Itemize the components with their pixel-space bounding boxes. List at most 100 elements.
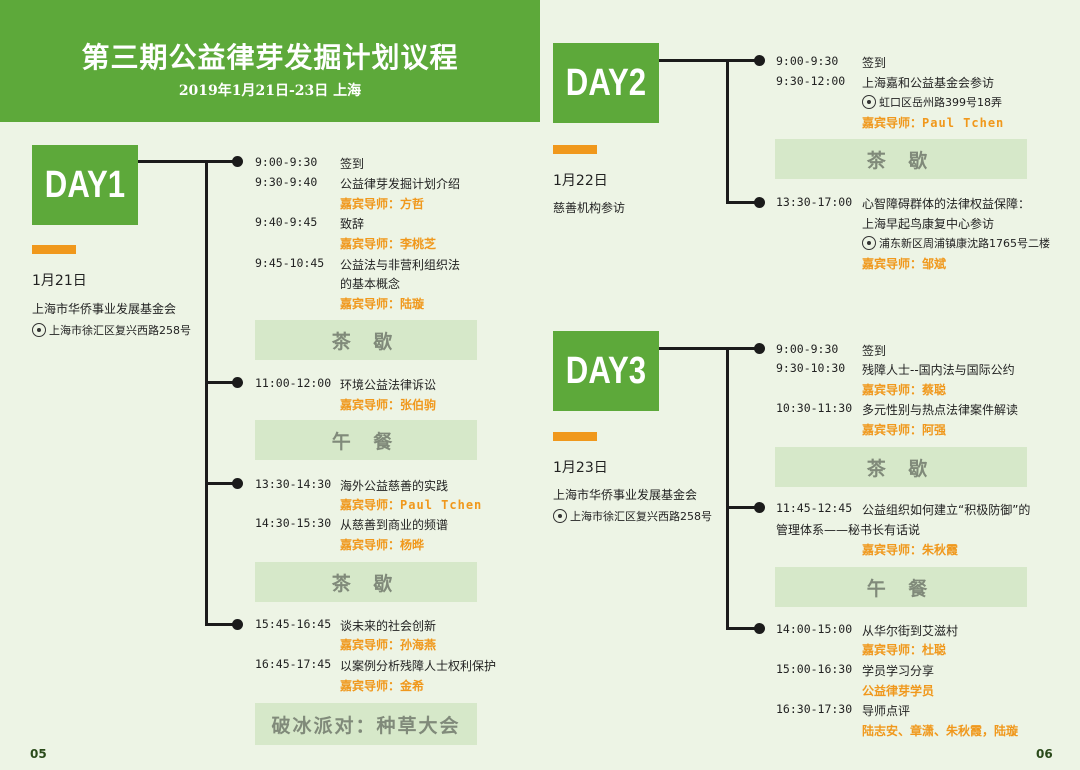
session-guest: 嘉宾导师：邹斌 (862, 257, 947, 271)
session-guest: 嘉宾导师：孙海燕 (340, 638, 437, 652)
session-time: 9:00-9:30 (776, 342, 839, 356)
session-title: 多元性别与热点法律案件解读 (862, 403, 1019, 417)
session-title: 心智障碍群体的法律权益保障： (862, 197, 1031, 211)
session-time: 14:30-15:30 (255, 516, 332, 530)
tea-break: 茶 歇 (775, 139, 1027, 179)
session-guest: 嘉宾导师：方哲 (340, 197, 425, 211)
day1-address-text: 上海市徐汇区复兴西路258号 (49, 324, 191, 337)
lunch-break: 午 餐 (255, 420, 477, 460)
session-title-cont: 管理体系——秘书长有话说 (776, 523, 921, 537)
page-number-right: 06 (1036, 747, 1053, 761)
session-time: 9:40-9:45 (255, 215, 318, 229)
day3-branch (726, 506, 759, 509)
day2-badge: DAY2 (553, 43, 659, 123)
session-title: 海外公益慈善的实践 (340, 479, 449, 493)
tea-break: 茶 歇 (775, 447, 1027, 487)
session-guest: 公益律芽学员 (862, 684, 935, 698)
session-time: 13:30-14:30 (255, 477, 332, 491)
session-title: 导师点评 (862, 704, 911, 718)
timeline-dot (754, 55, 765, 66)
session-time: 9:00-9:30 (776, 54, 839, 68)
session-title: 签到 (862, 344, 887, 358)
day2-date: 1月22日 (553, 173, 608, 189)
session-time: 16:30-17:30 (776, 702, 853, 716)
session-guest: 嘉宾导师：陆璇 (340, 297, 425, 311)
session-title: 签到 (862, 56, 887, 70)
session-guest: 嘉宾导师：Paul Tchen (340, 498, 483, 512)
page-number-left: 05 (30, 747, 47, 761)
session-guest: 嘉宾导师：朱秋霞 (862, 543, 959, 557)
location-pin-icon (862, 236, 876, 250)
tea-break: 茶 歇 (255, 320, 477, 360)
day3-address-text: 上海市徐汇区复兴西路258号 (570, 510, 712, 523)
tea-break: 茶 歇 (255, 562, 477, 602)
day3-branch (726, 627, 759, 630)
session-guest: 陆志安、章潇、朱秋霞，陆璇 (862, 724, 1019, 738)
day2-timeline (726, 59, 729, 204)
day2-venue: 慈善机构参访 (553, 201, 626, 215)
session-guest: 嘉宾导师：杜聪 (862, 643, 947, 657)
location-pin-icon (862, 95, 876, 109)
session-title: 以案例分析残障人士权利保护 (340, 659, 497, 673)
venue-address: 浦东新区周浦镇康沈路1765号二楼 (862, 235, 1050, 251)
day1-branch (205, 623, 238, 626)
page-subtitle: 2019年1月21日-23日 上海 (178, 83, 362, 99)
day2-orange-bar (553, 145, 597, 154)
session-title: 谈未来的社会创新 (340, 619, 437, 633)
session-title: 学员学习分享 (862, 664, 935, 678)
day3-timeline (726, 347, 729, 630)
day3-venue: 上海市华侨事业发展基金会 (553, 488, 698, 502)
session-guest: 嘉宾导师：金希 (340, 679, 425, 693)
day1-timeline (205, 160, 208, 626)
session-time: 9:45-10:45 (255, 256, 325, 270)
session-guest: 嘉宾导师：李桃芝 (340, 237, 437, 251)
location-pin-icon (32, 323, 46, 337)
session-time: 11:45-12:45 (776, 501, 853, 515)
session-time: 9:30-9:40 (255, 175, 318, 189)
session-time: 15:45-16:45 (255, 617, 332, 631)
session-time: 10:30-11:30 (776, 401, 853, 415)
session-title-cont: 的基本概念 (340, 277, 401, 291)
session-time: 13:30-17:00 (776, 195, 853, 209)
timeline-dot (232, 377, 243, 388)
lunch-break: 午 餐 (775, 567, 1027, 607)
session-title: 环境公益法律诉讼 (340, 378, 437, 392)
day1-branch (205, 482, 238, 485)
session-guest: 嘉宾导师：张伯驹 (340, 398, 437, 412)
page-title: 第三期公益律芽发掘计划议程 (81, 41, 459, 74)
session-title: 致辞 (340, 217, 365, 231)
session-title: 签到 (340, 157, 365, 171)
session-title: 从慈善到商业的频谱 (340, 518, 449, 532)
day3-date: 1月23日 (553, 460, 608, 476)
timeline-dot (232, 156, 243, 167)
session-time: 16:45-17:45 (255, 657, 332, 671)
day1-date: 1月21日 (32, 273, 87, 289)
session-title: 残障人士--国内法与国际公约 (862, 363, 1015, 377)
session-title: 从华尔街到艾滋村 (862, 624, 959, 638)
session-time: 9:00-9:30 (255, 155, 318, 169)
session-guest: 嘉宾导师：杨晔 (340, 538, 425, 552)
venue-address-text: 虹口区岳州路399号18弄 (879, 96, 1002, 109)
day3-connector (659, 347, 759, 350)
timeline-dot (754, 197, 765, 208)
timeline-dot (754, 343, 765, 354)
day1-orange-bar (32, 245, 76, 254)
day1-venue: 上海市华侨事业发展基金会 (32, 302, 177, 316)
day1-branch (205, 381, 238, 384)
day2-branch (726, 201, 759, 204)
session-time: 14:00-15:00 (776, 622, 853, 636)
session-guest: 嘉宾导师：Paul Tchen (862, 116, 1005, 130)
venue-address: 虹口区岳州路399号18弄 (862, 94, 1002, 110)
timeline-dot (232, 619, 243, 630)
day1-badge: DAY1 (32, 145, 138, 225)
header-banner (0, 0, 540, 122)
session-time: 11:00-12:00 (255, 376, 332, 390)
venue-address-text: 浦东新区周浦镇康沈路1765号二楼 (879, 237, 1050, 250)
session-guest: 嘉宾导师：阿强 (862, 423, 947, 437)
day2-connector (659, 59, 759, 62)
timeline-dot (232, 478, 243, 489)
location-pin-icon (553, 509, 567, 523)
timeline-dot (754, 623, 765, 634)
day3-badge: DAY3 (553, 331, 659, 411)
session-title: 公益组织如何建立“积极防御”的 (862, 503, 1031, 517)
